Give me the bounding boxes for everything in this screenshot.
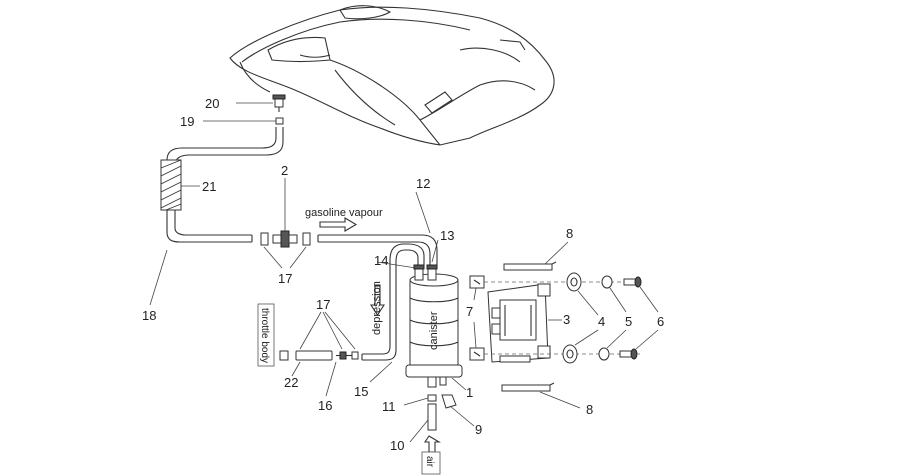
air-label: air xyxy=(424,456,435,468)
callout-17-top: 17 xyxy=(278,271,292,286)
part-3-bracket xyxy=(487,283,551,363)
part-22-hose xyxy=(279,350,333,361)
hose-14 xyxy=(361,243,425,361)
callout-5: 5 xyxy=(625,314,632,329)
part-4-grommet-top xyxy=(566,272,582,292)
part-5-spacer-bottom xyxy=(598,347,610,361)
air-arrow xyxy=(423,435,441,453)
callout-3: 3 xyxy=(563,312,570,327)
part-9-bracket xyxy=(441,394,457,409)
gasoline-vapour-arrow xyxy=(319,217,358,232)
callout-4: 4 xyxy=(598,314,605,329)
canister-label: canister xyxy=(428,311,440,350)
part-8-plate-bottom xyxy=(501,382,555,392)
callout-8-top: 8 xyxy=(566,226,573,241)
part-6-screw-top xyxy=(623,276,642,288)
callout-19: 19 xyxy=(180,114,194,129)
gasoline-vapour-label: gasoline vapour xyxy=(305,207,383,219)
callout-8-bottom: 8 xyxy=(586,402,593,417)
depression-label: depression xyxy=(371,281,383,335)
part-2-check-valve xyxy=(260,230,311,248)
depression-arrow xyxy=(369,284,386,317)
callout-12: 12 xyxy=(416,176,430,191)
callout-21: 21 xyxy=(202,179,216,194)
part-8-plate-top xyxy=(503,261,557,271)
part-20-fitting xyxy=(272,94,286,112)
part-16-fitting xyxy=(336,351,359,360)
callout-15: 15 xyxy=(354,384,368,399)
callout-10: 10 xyxy=(390,438,404,453)
part-7-clip-bottom xyxy=(469,347,485,361)
part-10-tube xyxy=(427,403,437,431)
part-1-canister xyxy=(405,264,463,388)
part-21-filter xyxy=(160,159,182,211)
part-6-screw-bottom xyxy=(619,348,638,360)
callout-2: 2 xyxy=(281,163,288,178)
callout-1: 1 xyxy=(466,385,473,400)
fuel-tank xyxy=(229,5,555,146)
callout-17-bottom: 17 xyxy=(316,297,330,312)
throttle-body-label: throttle body xyxy=(259,308,270,363)
part-11-connector xyxy=(427,394,437,402)
callout-18: 18 xyxy=(142,308,156,323)
part-5-spacer-top xyxy=(601,275,613,289)
callout-16: 16 xyxy=(318,398,332,413)
callout-20: 20 xyxy=(205,96,219,111)
part-7-clip-top xyxy=(469,275,485,289)
hose-18 xyxy=(166,127,284,243)
callout-14: 14 xyxy=(374,253,388,268)
callout-11: 11 xyxy=(382,399,396,414)
callout-9: 9 xyxy=(475,422,482,437)
part-4-grommet-bottom xyxy=(562,344,578,364)
callout-13: 13 xyxy=(440,228,454,243)
callout-22: 22 xyxy=(284,375,298,390)
hose-12 xyxy=(317,234,438,265)
part-19-connector xyxy=(275,117,284,125)
callout-6: 6 xyxy=(657,314,664,329)
callout-7: 7 xyxy=(466,304,473,319)
